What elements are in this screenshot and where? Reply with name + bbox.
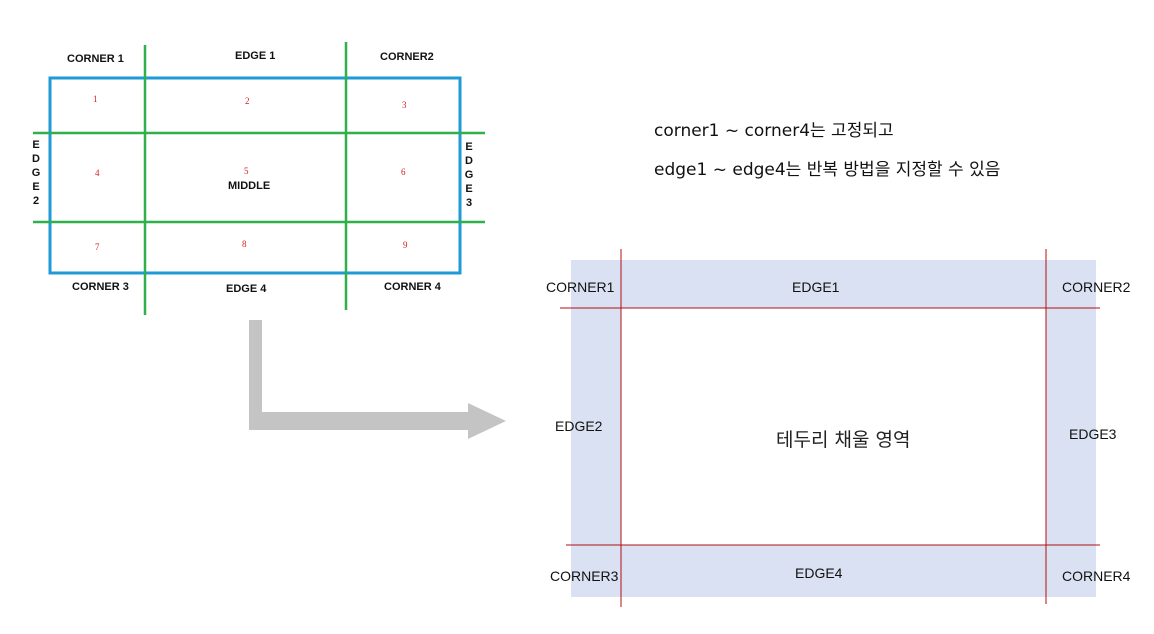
edge3-letter: G xyxy=(464,169,474,181)
cell-number-7: 7 xyxy=(95,242,100,252)
edge1-label: EDGE 1 xyxy=(235,50,276,62)
edge2-letter: E xyxy=(32,139,40,151)
middle-label: MIDDLE xyxy=(228,180,271,192)
corner2-label: CORNER2 xyxy=(380,51,434,63)
corner1-label: CORNER 1 xyxy=(67,53,124,65)
corner3-label: CORNER 3 xyxy=(72,281,129,293)
arrow-shape xyxy=(249,320,506,439)
cell-number-3: 3 xyxy=(402,100,407,110)
outer-box xyxy=(48,76,462,275)
right-corner2-label: CORNER2 xyxy=(1062,279,1131,295)
edge3-letter: E xyxy=(465,183,473,195)
right-corner3-label: CORNER3 xyxy=(550,568,619,584)
note-line-1: corner1 ~ corner4는 고정되고 xyxy=(654,121,894,141)
right-edge2-label: EDGE2 xyxy=(555,418,603,434)
fill-area-label: 테두리 채울 영역 xyxy=(776,429,911,451)
nine-slice-lines xyxy=(33,42,485,315)
cell-number-4: 4 xyxy=(95,168,100,178)
right-edge4-label: EDGE4 xyxy=(795,565,843,581)
border-band xyxy=(571,260,1096,597)
edge2-vertical-label: E D G E 2 xyxy=(30,138,42,208)
cell-number-5: 5 xyxy=(244,166,249,176)
edge2-letter: D xyxy=(32,153,40,165)
cell-number-2: 2 xyxy=(245,96,250,106)
edge3-letter: 3 xyxy=(465,197,473,209)
corner4-label: CORNER 4 xyxy=(384,281,441,293)
edge3-letter: D xyxy=(465,155,473,167)
note-line-2: edge1 ~ edge4는 반복 방법을 지정할 수 있음 xyxy=(654,160,1001,180)
cell-number-6: 6 xyxy=(401,167,406,177)
edge2-letter: E xyxy=(32,181,40,193)
edge4-label: EDGE 4 xyxy=(226,283,267,295)
right-corner4-label: CORNER4 xyxy=(1062,568,1131,584)
right-edge3-label: EDGE3 xyxy=(1069,426,1117,442)
border-fill-shapes xyxy=(560,249,1100,607)
right-edge1-label: EDGE1 xyxy=(792,279,840,295)
edge3-vertical-label: E D G E 3 xyxy=(463,140,475,210)
cell-number-1: 1 xyxy=(93,94,98,104)
edge2-letter: G xyxy=(31,167,41,179)
edge3-letter: E xyxy=(465,141,473,153)
edge2-letter: 2 xyxy=(32,195,40,207)
arrow-icon xyxy=(249,320,506,439)
cell-number-9: 9 xyxy=(403,240,408,250)
cell-number-8: 8 xyxy=(242,239,247,249)
right-corner1-label: CORNER1 xyxy=(546,279,615,295)
